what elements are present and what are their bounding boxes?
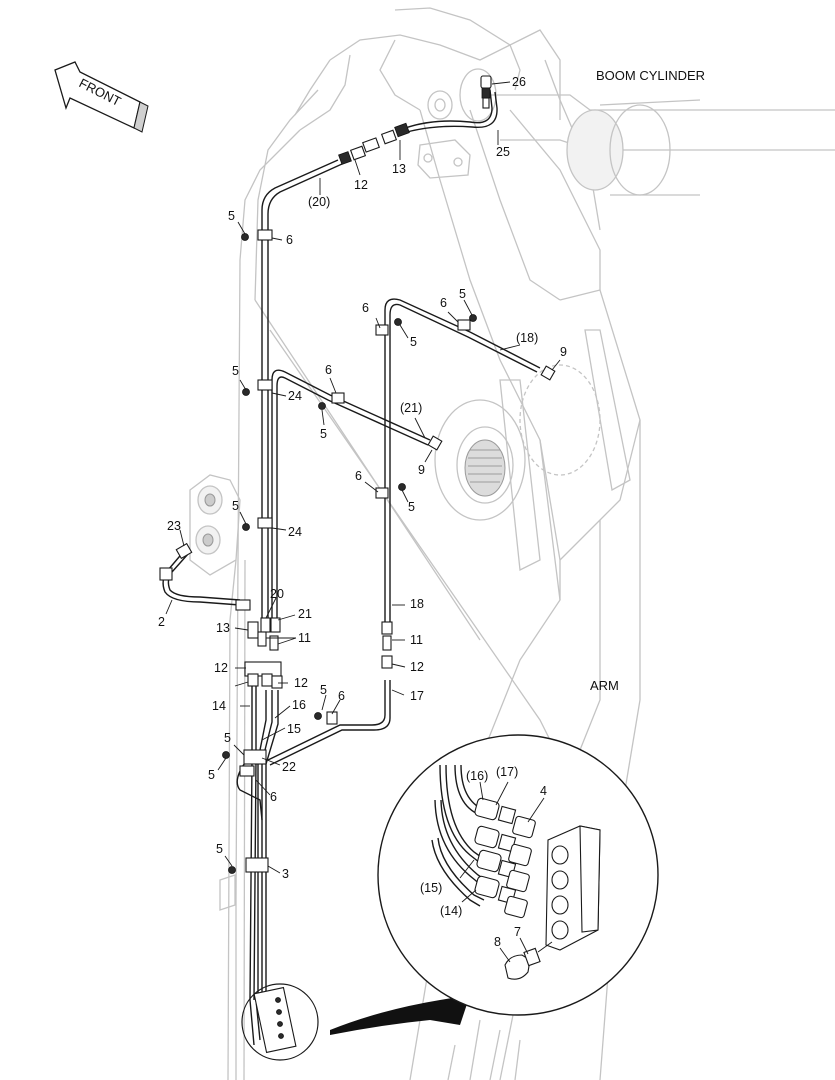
callout-17: 17 — [410, 689, 424, 703]
callout-6-a: 6 — [286, 233, 293, 247]
callout-11-b: 11 — [410, 633, 423, 647]
cylinder-bracket-ghost — [417, 139, 471, 179]
callout-2: 2 — [158, 615, 165, 629]
callout-13-top: 13 — [392, 162, 406, 176]
callout-5-k: 5 — [216, 842, 223, 856]
pipe-21 — [271, 369, 431, 620]
detail-callout-15: (15) — [420, 881, 442, 895]
callout-21: 21 — [298, 607, 312, 621]
fitting-12-top — [338, 137, 380, 165]
detail-callout-7: 7 — [514, 925, 521, 939]
callout-5-g: 5 — [232, 499, 239, 513]
callout-5-h: 5 — [320, 683, 327, 697]
detail-block-4 — [545, 825, 601, 951]
callout-11-a: 11 — [298, 631, 311, 645]
fitting-26 — [480, 75, 492, 109]
callout-5-a: 5 — [228, 209, 235, 223]
callout-12-top: 12 — [354, 178, 368, 192]
callout-20-paren: (20) — [308, 195, 330, 209]
leader-lines — [165, 81, 561, 963]
callout-6-f: 6 — [338, 689, 345, 703]
callout-6-b: 6 — [362, 301, 369, 315]
detail-callout-17: (17) — [496, 765, 518, 779]
callout-25: 25 — [496, 145, 510, 159]
pipe-20 — [261, 159, 343, 620]
detail-callout-16: (16) — [466, 769, 488, 783]
callout-20: 20 — [270, 587, 284, 601]
callout-9-b: 9 — [418, 463, 425, 477]
callout-5-i: 5 — [224, 731, 231, 745]
arm-pivot-pin-ghost — [195, 364, 601, 555]
callout-13-b: 13 — [216, 621, 230, 635]
callout-5-c: 5 — [410, 335, 417, 349]
detail-plug-7-8 — [504, 941, 553, 980]
callout-9-a: 9 — [560, 345, 567, 359]
callout-6-g: 6 — [270, 790, 277, 804]
pipe-18 — [384, 298, 541, 625]
callout-18: 18 — [410, 597, 424, 611]
callout-12-a: 12 — [214, 661, 228, 675]
callout-18-paren: (18) — [516, 331, 538, 345]
hose-2 — [162, 549, 241, 606]
callout-24-b: 24 — [288, 525, 302, 539]
detail-callout-4: 4 — [540, 784, 547, 798]
callout-16: 16 — [292, 698, 306, 712]
callout-5-j: 5 — [208, 768, 215, 782]
detail-callout-14: (14) — [440, 904, 462, 918]
callout-6-e: 6 — [355, 469, 362, 483]
callout-26: 26 — [512, 75, 526, 89]
pipe-17 — [267, 680, 391, 766]
callout-21-paren: (21) — [400, 401, 422, 415]
callout-labels: 26 25 13 12 (20) 5 6 6 6 5 5 (18) 9 5 6 … — [158, 75, 567, 949]
fitting-13-top — [380, 122, 410, 145]
arm-label: ARM — [590, 678, 619, 693]
callout-5-f: 5 — [408, 500, 415, 514]
callout-5-b: 5 — [459, 287, 466, 301]
callout-3: 3 — [282, 867, 289, 881]
callout-23: 23 — [167, 519, 181, 533]
pipe-25-upper — [399, 89, 498, 135]
callout-5-d: 5 — [232, 364, 239, 378]
callout-15: 15 — [287, 722, 301, 736]
boom-cylinder-ghost — [427, 68, 835, 196]
callout-6-d: 6 — [325, 363, 332, 377]
callout-24-a: 24 — [288, 389, 302, 403]
detail-fittings — [474, 797, 536, 919]
zoom-pointer-arrow — [330, 995, 470, 1035]
clamps-and-bolts — [159, 229, 556, 1054]
front-direction-arrow: FRONT — [54, 61, 149, 133]
callout-22: 22 — [282, 760, 296, 774]
callout-6-c: 6 — [440, 296, 447, 310]
boom-cylinder-label: BOOM CYLINDER — [596, 68, 705, 83]
callout-14: 14 — [212, 699, 226, 713]
detail-callout-8: 8 — [494, 935, 501, 949]
callout-12-c: 12 — [294, 676, 308, 690]
callout-5-e: 5 — [320, 427, 327, 441]
callout-12-b: 12 — [410, 660, 424, 674]
